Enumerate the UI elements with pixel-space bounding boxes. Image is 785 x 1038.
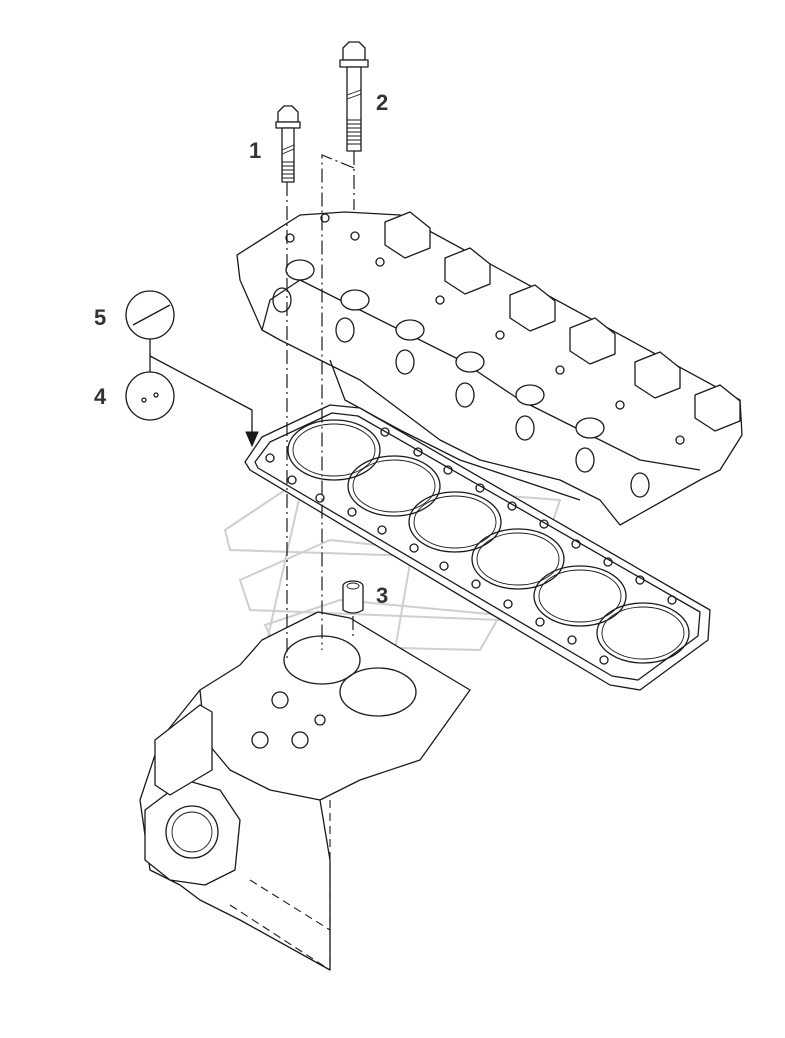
block-hole [251, 691, 326, 749]
marking-leader-line [149, 339, 259, 448]
head-port [272, 287, 650, 498]
head-tower [444, 247, 491, 295]
callout-label-4: 4 [94, 384, 107, 409]
head-bolt-hole [285, 213, 685, 445]
callout-label-3: 3 [376, 583, 389, 608]
assembly-centerline [286, 151, 355, 660]
head-tower [384, 211, 431, 259]
block-mount-plate [154, 704, 213, 796]
head-tower [509, 284, 556, 332]
block-flange [144, 779, 241, 886]
head-tower [634, 351, 681, 399]
callout-label-5: 5 [94, 305, 107, 330]
bolt-short [275, 105, 301, 183]
cylinder-head [236, 211, 743, 526]
injector-boss [285, 259, 605, 439]
head-gasket [244, 404, 711, 691]
bolt-long [339, 41, 369, 152]
dowel-sleeve [342, 580, 364, 614]
callout-label-2: 2 [376, 90, 389, 115]
gasket-hole [265, 427, 677, 665]
gasket-marking-b [125, 371, 175, 421]
head-tower [569, 317, 616, 365]
gasket-bore [287, 419, 690, 664]
gasket-marking-a [125, 290, 175, 340]
callout-label-1: 1 [249, 138, 262, 163]
engine-block [139, 611, 471, 971]
head-tower [694, 384, 741, 432]
